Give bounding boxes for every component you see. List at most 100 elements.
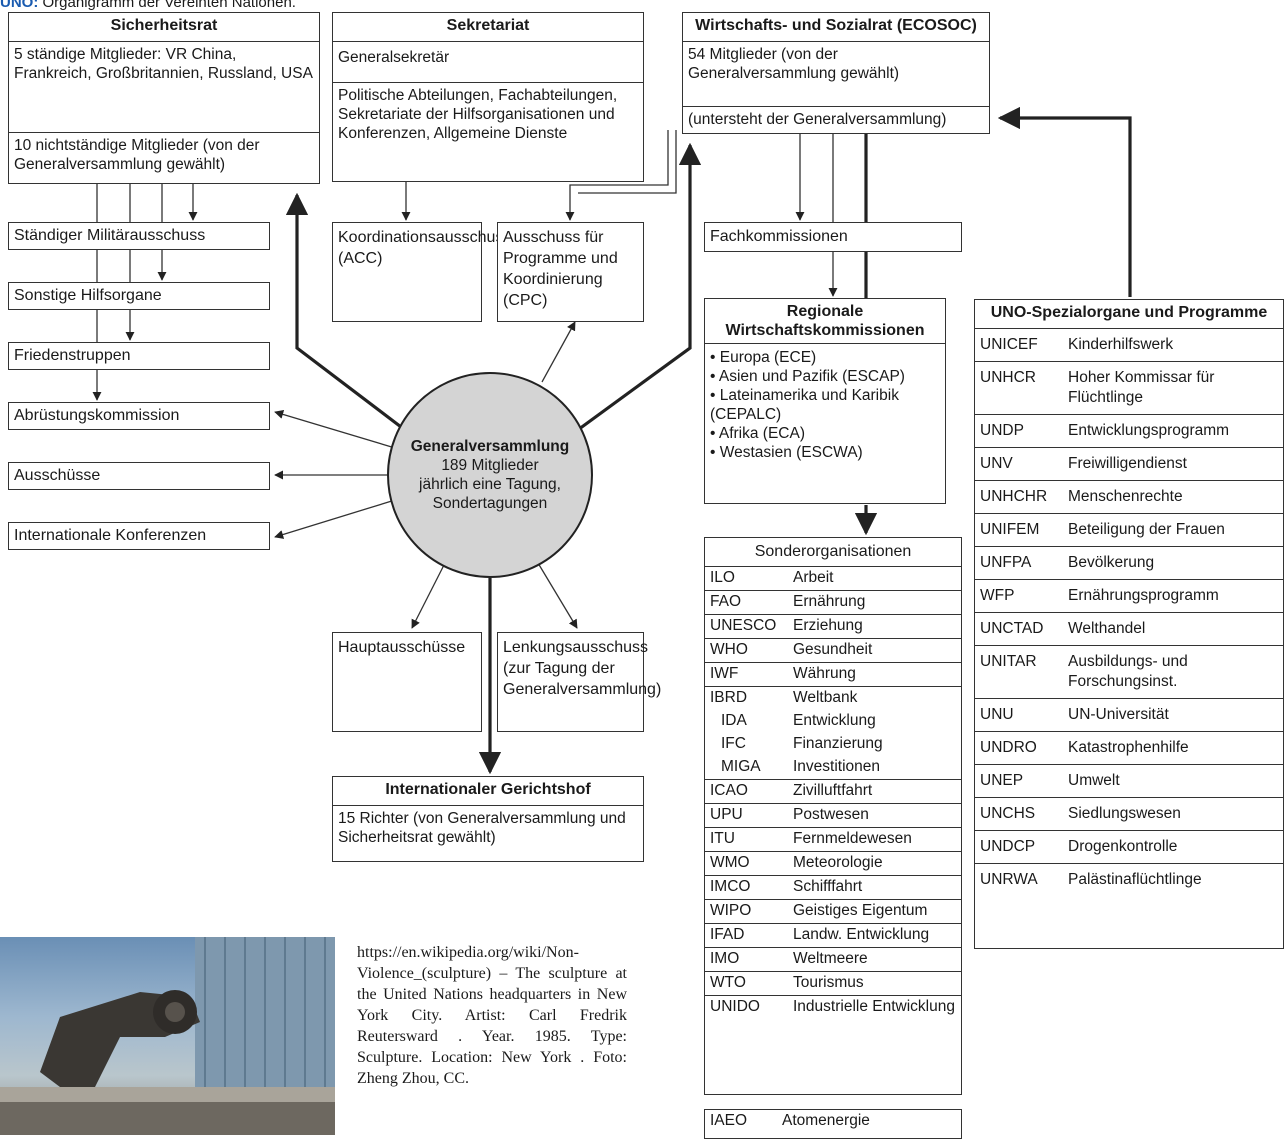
org-name: Ernährung: [788, 590, 961, 615]
org-code: IMO: [705, 947, 788, 972]
org-name: Investitionen: [793, 758, 881, 775]
org-code: IAEO: [710, 1112, 748, 1129]
caption-prefix: UNO:: [0, 0, 39, 11]
list-item: • Westasien (ESCWA): [710, 444, 863, 461]
org-name: Landw. Entwicklung: [788, 923, 961, 948]
generalversammlung-circle: Generalversammlung 189 Mitglieder jährli…: [387, 372, 593, 578]
org-code: UNESCO: [705, 614, 788, 639]
org-name: Drogenkontrolle: [1063, 830, 1283, 864]
org-name: Finanzierung: [793, 735, 883, 752]
list-item: • Lateinamerika und Karibik (CEPALC): [710, 387, 899, 423]
org-name: Ernährungsprogramm: [1063, 579, 1283, 613]
org-name: Ausbildungs- und Forschungsinst.: [1063, 645, 1283, 699]
sicherheitsrat-permanent: 5 ständige Mitglieder: VR China, Frankre…: [9, 42, 319, 133]
org-name: UN-Universität: [1063, 698, 1283, 732]
org-code: UNRWA: [975, 863, 1063, 896]
org-code: IFAD: [705, 923, 788, 948]
regionale-title: Regionale Wirtschaftskommissionen: [705, 299, 945, 344]
org-name: Katastrophenhilfe: [1063, 731, 1283, 765]
cpc-box: Ausschuss für Programme und Koordinierun…: [497, 222, 644, 322]
org-name: Beteiligung der Frauen: [1063, 513, 1283, 547]
org-code: UNIFEM: [975, 513, 1063, 547]
hauptausschuesse-box: Hauptausschüsse: [332, 632, 482, 732]
org-name: Weltbank: [788, 686, 961, 710]
militaerausschuss-box: Ständiger Militärausschuss: [8, 222, 270, 250]
org-name: Freiwilligendienst: [1063, 447, 1283, 481]
gerichtshof-title: Internationaler Gerichtshof: [333, 777, 643, 806]
org-code: FAO: [705, 590, 788, 615]
org-code: UNHCHR: [975, 480, 1063, 514]
org-name: Palästinaflüchtlinge: [1063, 863, 1283, 896]
list-item: • Afrika (ECA): [710, 425, 805, 442]
org-code: WMO: [705, 851, 788, 876]
gerichtshof-text: 15 Richter (von Generalversammlung und S…: [338, 810, 626, 846]
abruestungskommission-box: Abrüstungskommission: [8, 402, 270, 430]
org-name: Siedlungswesen: [1063, 797, 1283, 831]
org-name: Erziehung: [788, 614, 961, 639]
org-name: Industrielle Entwicklung: [788, 995, 961, 1019]
org-name: Postwesen: [788, 803, 961, 828]
org-name: Entwicklungsprogramm: [1063, 414, 1283, 448]
org-name: Meteorologie: [788, 851, 961, 876]
org-name: Geistiges Eigentum: [788, 899, 961, 924]
friedenstruppen-box: Friedenstruppen: [8, 342, 270, 370]
org-code: IMCO: [705, 875, 788, 900]
generalsekretaer: Generalsekretär: [333, 42, 643, 83]
caption-text: Organigramm der Vereinten Nationen.: [42, 0, 296, 11]
sekretariat-abteilungen: Politische Abteilungen, Fachabteilungen,…: [338, 87, 618, 142]
org-code: IWF: [705, 662, 788, 687]
org-name: Menschenrechte: [1063, 480, 1283, 514]
org-code: WIPO: [705, 899, 788, 924]
org-code: ICAO: [705, 779, 788, 804]
org-code: UNICEF: [980, 336, 1038, 353]
org-name: Arbeit: [793, 569, 834, 586]
org-code: UNDP: [975, 414, 1063, 448]
org-code: IFC: [721, 735, 746, 752]
sekretariat-title: Sekretariat: [333, 13, 643, 42]
org-code: WFP: [975, 579, 1063, 613]
org-name: Weltmeere: [788, 947, 961, 972]
photo-credit: https://en.wikipedia.org/wiki/Non-Violen…: [357, 944, 627, 1087]
org-code: ITU: [705, 827, 788, 852]
fachkommissionen-box: Fachkommissionen: [704, 222, 962, 252]
org-code: UNDRO: [975, 731, 1063, 765]
generalversammlung-title: Generalversammlung: [410, 438, 570, 455]
org-code: ILO: [710, 569, 735, 586]
org-name: Währung: [788, 662, 961, 687]
list-item: • Asien und Pazifik (ESCAP): [710, 368, 905, 385]
org-code: UPU: [705, 803, 788, 828]
sonderorganisationen-title: Sonderorganisationen: [705, 538, 961, 567]
org-name: Hoher Kommissar für Flüchtlinge: [1063, 361, 1283, 415]
lenkungsausschuss-box: Lenkungsausschuss (zur Tagung der Genera…: [497, 632, 661, 732]
org-code: UNHCR: [975, 361, 1063, 415]
konferenzen-box: Internationale Konferenzen: [8, 522, 270, 550]
org-code: UNEP: [975, 764, 1063, 798]
ecosoc-members: 54 Mitglieder (von der Generalversammlun…: [683, 42, 989, 107]
regionale-list: • Europa (ECE) • Asien und Pazifik (ESCA…: [705, 344, 945, 466]
